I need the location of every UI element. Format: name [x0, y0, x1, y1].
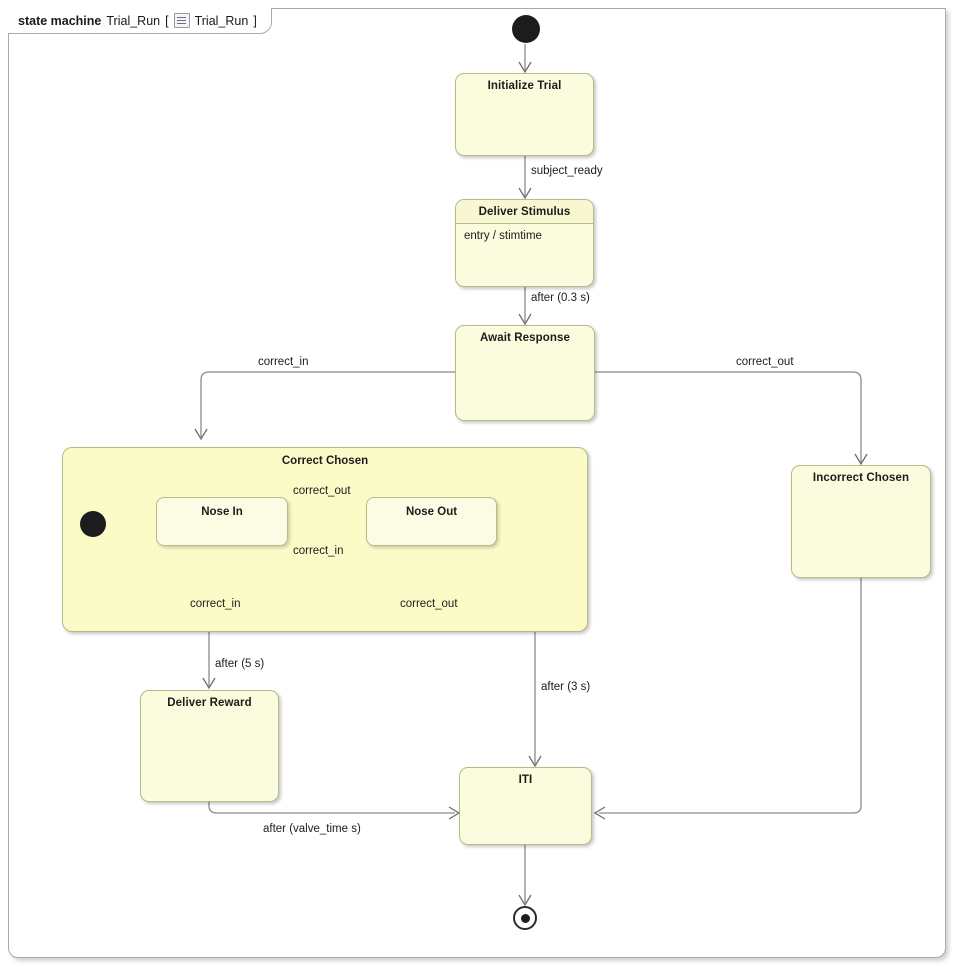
frame-name: Trial_Run: [106, 13, 161, 28]
transition-label-correct-in-left: correct_in: [258, 356, 309, 368]
state-title: Nose Out: [405, 506, 458, 518]
state-await-response[interactable]: Await Response: [455, 325, 595, 421]
state-title: Await Response: [479, 332, 571, 344]
frame-bracket-close: ]: [253, 13, 257, 28]
transition-label-after-valve-time: after (valve_time s): [263, 823, 361, 835]
state-nose-in[interactable]: Nose In: [156, 497, 288, 546]
state-initialize-trial[interactable]: Initialize Trial: [455, 73, 594, 156]
frame-keyword: state machine: [18, 13, 102, 28]
transition-label-correct-out-mid: correct_out: [293, 485, 351, 497]
composite-initial-state-node[interactable]: [80, 511, 106, 537]
state-title: Correct Chosen: [281, 455, 369, 467]
state-title: Deliver Reward: [167, 697, 252, 709]
frame-bracket-open: [: [165, 13, 169, 28]
state-incorrect-chosen[interactable]: Incorrect Chosen: [791, 465, 931, 578]
final-state-node[interactable]: [513, 906, 537, 930]
state-iti[interactable]: ITI: [459, 767, 592, 845]
state-title: Initialize Trial: [487, 80, 562, 92]
state-title: Incorrect Chosen: [812, 472, 910, 484]
transition-label-correct-out-loop: correct_out: [400, 598, 458, 610]
state-entry-action: entry / stimtime: [464, 230, 542, 242]
state-deliver-reward[interactable]: Deliver Reward: [140, 690, 279, 802]
transition-label-after-3s: after (3 s): [541, 681, 591, 693]
transition-label-after-03s: after (0.3 s): [531, 292, 590, 304]
state-title: Deliver Stimulus: [456, 200, 593, 224]
frame-title-tab: state machine Trial_Run [ Trial_Run ]: [8, 8, 272, 34]
transition-label-after-5s: after (5 s): [215, 658, 265, 670]
frame-qualifier: Trial_Run: [194, 13, 249, 28]
transition-label-subject-ready: subject_ready: [531, 165, 603, 177]
state-title: ITI: [518, 774, 533, 786]
transition-label-correct-in-loop: correct_in: [190, 598, 241, 610]
transition-label-correct-in-mid: correct_in: [293, 545, 344, 557]
transition-label-correct-out-right: correct_out: [736, 356, 794, 368]
state-deliver-stimulus[interactable]: Deliver Stimulus entry / stimtime: [455, 199, 594, 287]
state-machine-icon: [173, 13, 190, 28]
initial-state-node[interactable]: [512, 15, 540, 43]
composite-state-correct-chosen[interactable]: Correct Chosen: [62, 447, 588, 632]
state-nose-out[interactable]: Nose Out: [366, 497, 497, 546]
state-title: Nose In: [201, 506, 243, 518]
